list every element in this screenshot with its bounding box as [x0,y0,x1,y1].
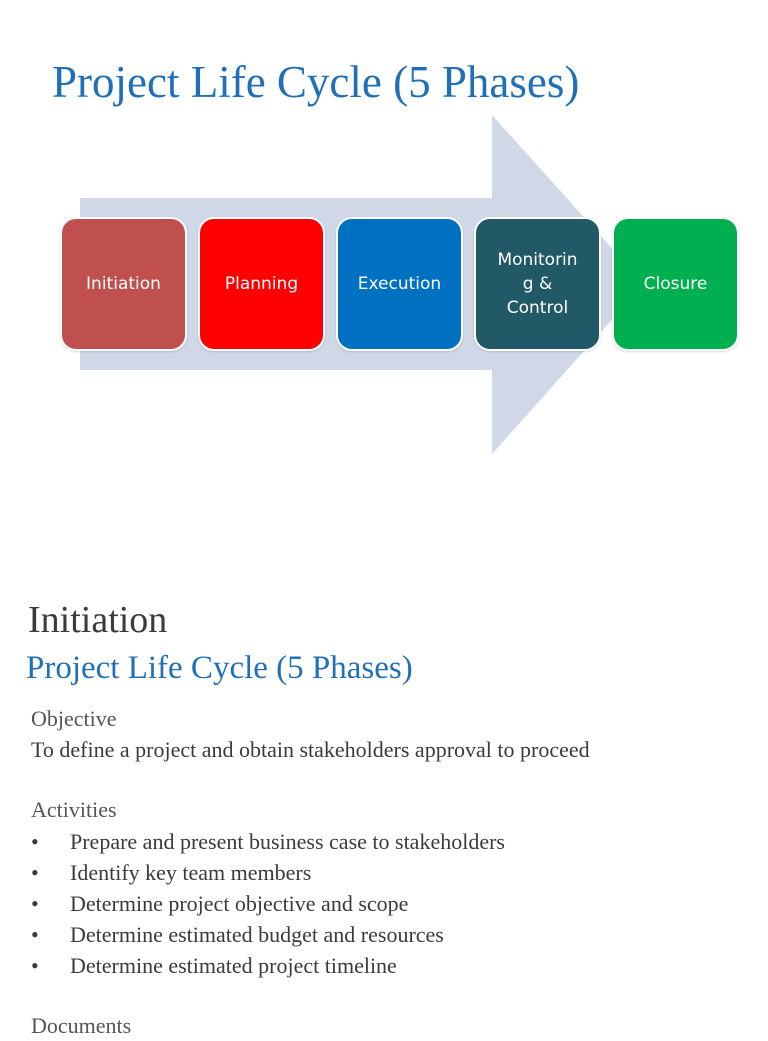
activity-text: Determine project objective and scope [70,891,409,916]
phase-label-execution: Execution [357,274,442,294]
phase-box-closure: Closure [612,217,739,351]
objective-text: To define a project and obtain stakehold… [31,737,590,762]
phase-label-closure: Closure [643,274,708,294]
phase-label-initiation: Initiation [86,274,161,294]
phase-label-monitoring-control: Monitorin g & Control [497,250,578,318]
bullet-icon: • [31,891,39,916]
activity-text: Determine estimated project timeline [70,953,397,978]
activity-text: Determine estimated budget and resources [70,922,444,947]
lifecycle-slide: Project Life Cycle (5 Phases) Initiation… [0,0,768,520]
bullet-icon: • [31,829,39,854]
bullet-icon: • [31,922,39,947]
phase-box-initiation: Initiation [60,217,187,351]
activity-text: Identify key team members [70,860,312,885]
phase-box-planning: Planning [198,217,325,351]
phase-label-planning: Planning [224,274,299,294]
slide-heading: Initiation [28,599,168,641]
slide-title: Project Life Cycle (5 Phases) [52,57,580,107]
documents-label: Documents [31,1013,132,1038]
list-item: • Determine estimated budget and resource… [31,919,505,950]
bullet-icon: • [31,953,39,978]
slide-subheading: Project Life Cycle (5 Phases) [26,650,413,686]
objective-label: Objective [31,706,117,731]
phase-box-monitoring-control: Monitorin g & Control [474,217,601,351]
list-item: • Determine estimated project timeline [31,950,505,981]
activity-text: Prepare and present business case to sta… [70,829,505,854]
list-item: • Determine project objective and scope [31,888,505,919]
list-item: • Prepare and present business case to st… [31,826,505,857]
activities-list: • Prepare and present business case to st… [31,826,505,981]
bullet-icon: • [31,860,39,885]
activities-label: Activities [31,797,117,822]
phase-box-execution: Execution [336,217,463,351]
list-item: • Identify key team members [31,857,505,888]
